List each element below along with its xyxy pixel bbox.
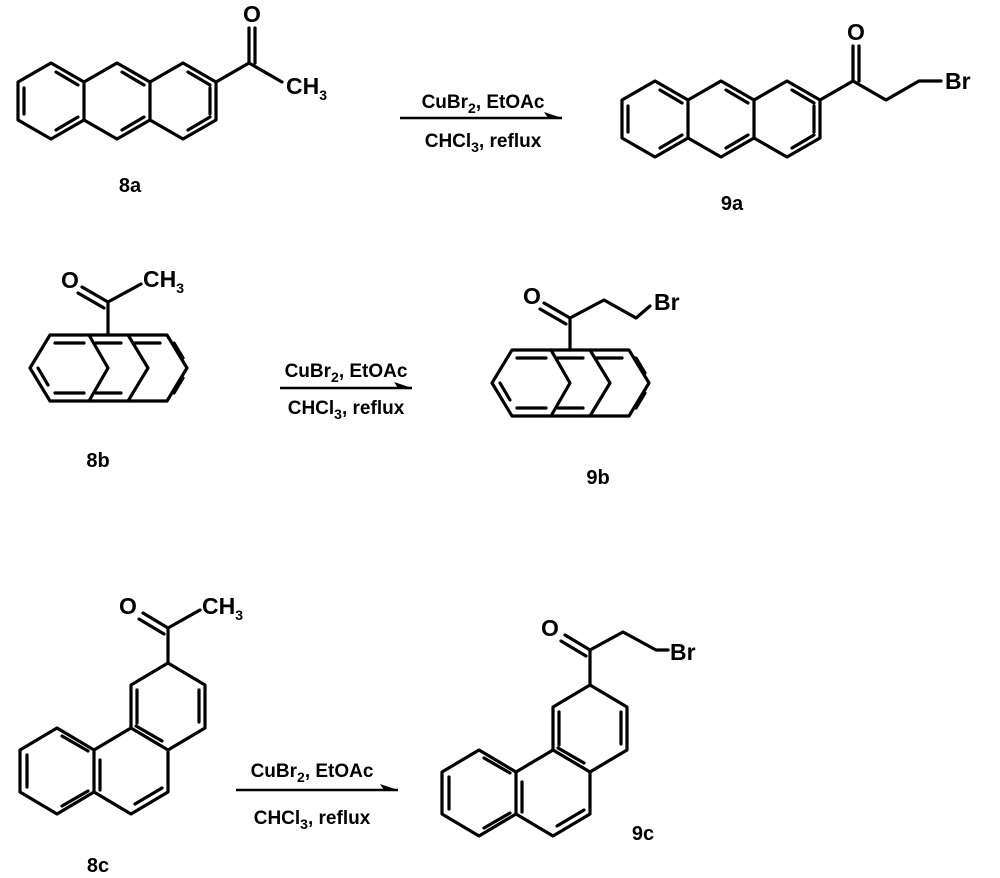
oxygen-atom-label: O [119,593,137,619]
oxygen-atom-label: O [243,1,261,27]
compound-label-9a: 9a [721,193,744,215]
methyl-label: CH3 [202,593,243,623]
conditions-label: CHCl3, reflux [288,398,405,422]
compound-label-9c: 9c [632,823,654,845]
compound-9c-structure [440,630,670,838]
compound-label-9b: 9b [586,467,609,489]
reaction-arrow-2 [280,382,412,390]
oxygen-atom-label: O [523,283,541,309]
oxygen-atom-label: O [61,267,79,293]
bromine-label: Br [654,289,680,315]
oxygen-atom-label: O [847,19,865,45]
conditions-label: CHCl3, reflux [254,808,371,832]
compound-8c-structure [18,608,207,816]
compound-9a-structure [620,44,943,159]
compound-8b-structure [28,282,189,403]
bromine-label: Br [670,639,696,665]
methyl-label: CH3 [286,73,327,103]
reaction-arrow-3 [236,784,398,792]
bromine-label: Br [945,68,971,94]
conditions-label: CHCl3, reflux [425,131,542,155]
methyl-label: CH3 [143,266,184,296]
compound-label-8a: 8a [119,175,142,197]
compound-label-8c: 8c [87,855,109,877]
compound-8a-structure [16,26,284,141]
compound-label-8b: 8b [86,450,109,472]
reagent-label: CuBr2, EtOAc [251,761,374,785]
reagent-label: CuBr2, EtOAc [285,361,408,385]
compound-9b-structure [490,298,652,418]
reagent-label: CuBr2, EtOAc [422,92,545,116]
reaction-arrow-1 [400,112,562,120]
oxygen-atom-label: O [541,615,559,641]
